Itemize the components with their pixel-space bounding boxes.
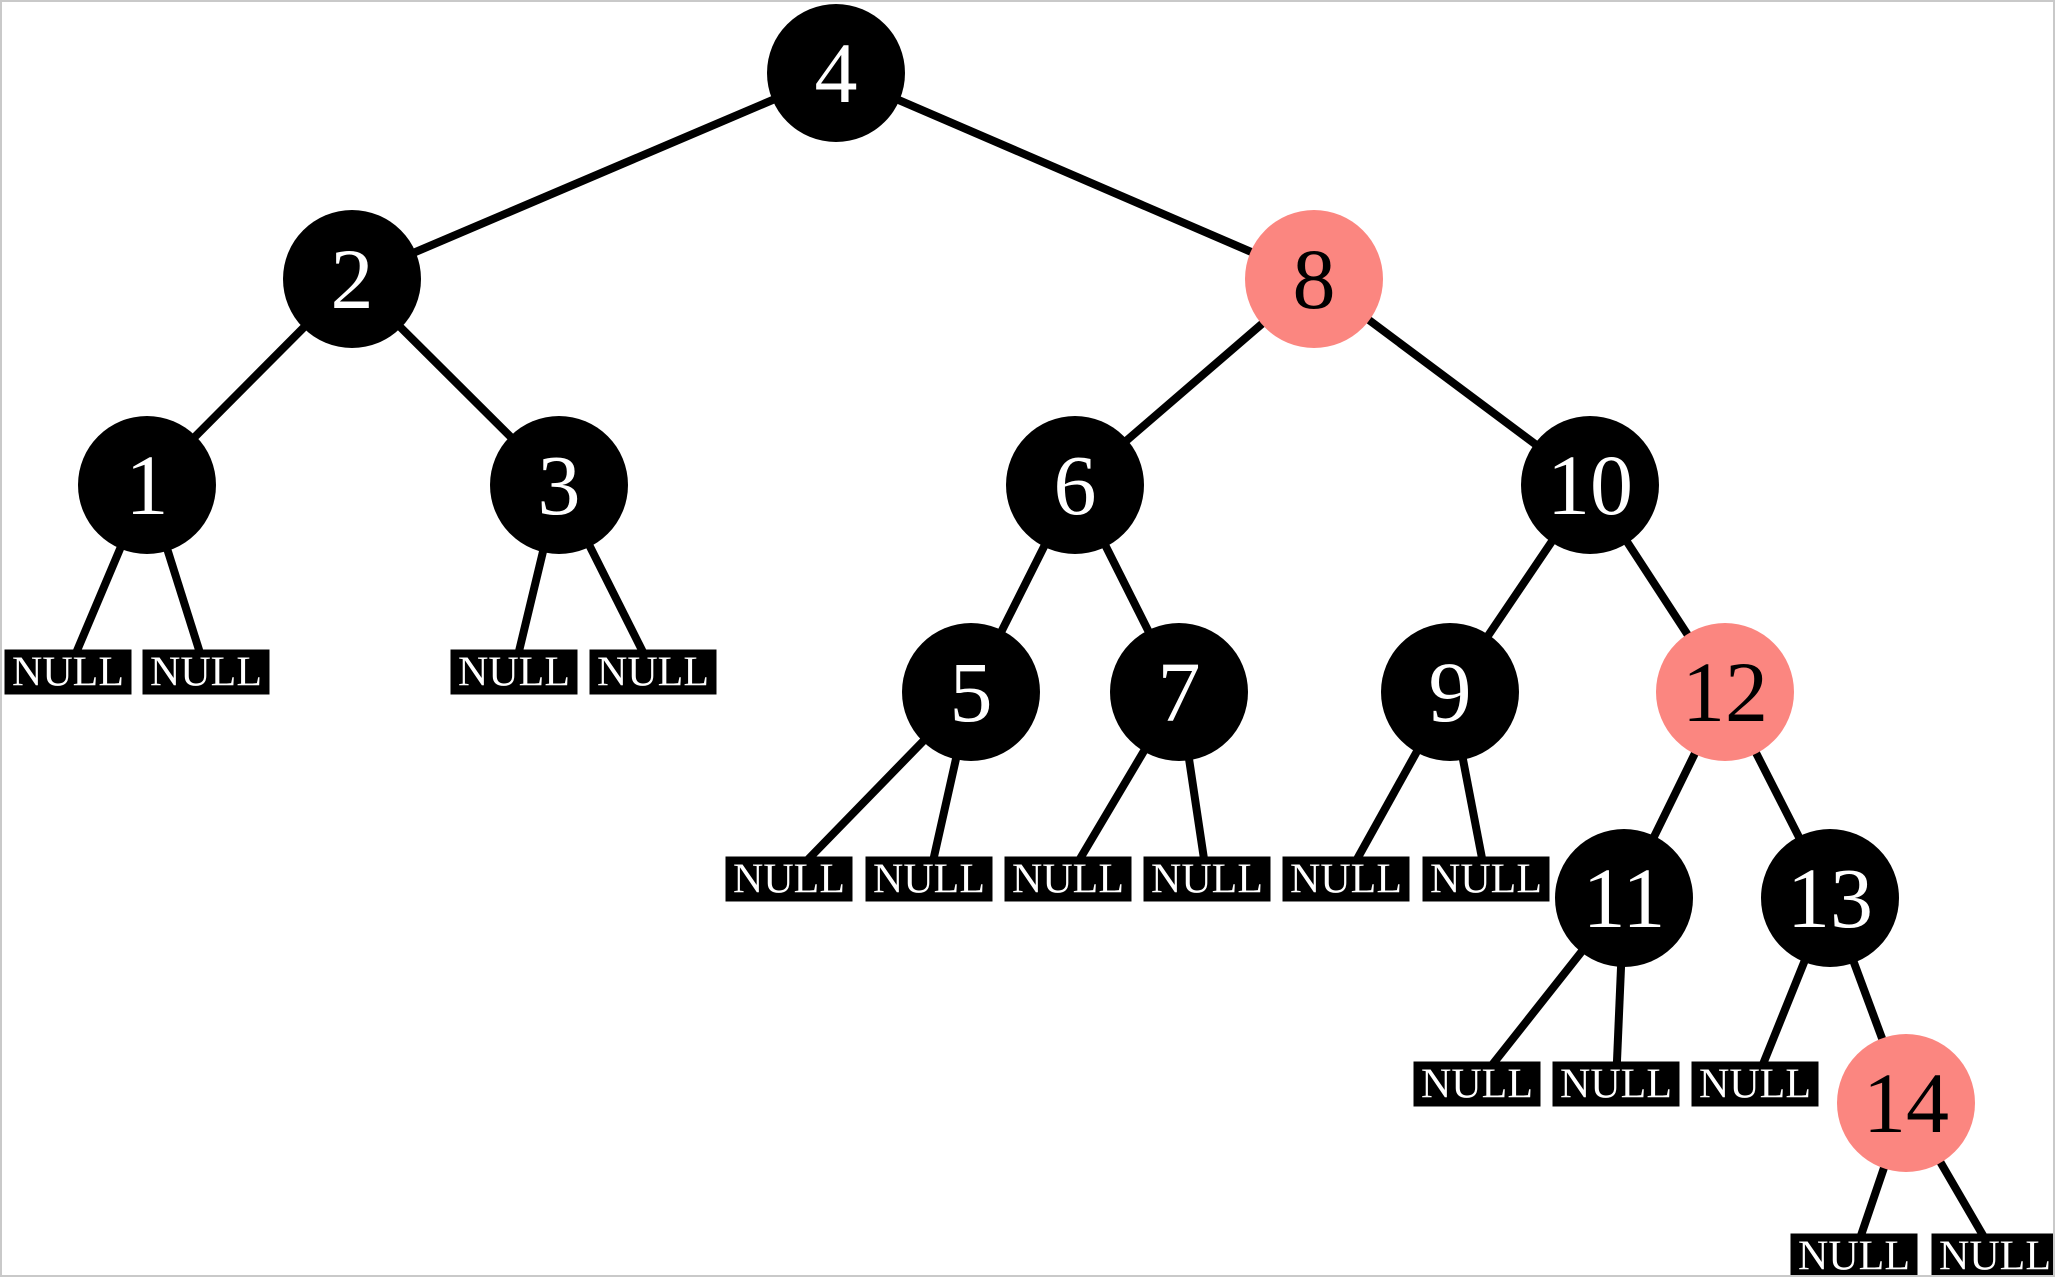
null-leaf-11R: NULL	[1552, 1061, 1680, 1107]
tree-node-14: 14	[1837, 1034, 1975, 1172]
tree-node-11: 11	[1555, 829, 1693, 967]
tree-node-12: 12	[1656, 623, 1794, 761]
null-leaf-13L: NULL	[1691, 1061, 1819, 1107]
tree-node-10: 10	[1521, 416, 1659, 554]
null-leaf-1L: NULL	[4, 649, 132, 695]
tree-node-6: 6	[1006, 416, 1144, 554]
null-leaf-14R: NULL	[1931, 1233, 2053, 1275]
null-leaf-9R: NULL	[1422, 856, 1550, 902]
null-leaf-3R: NULL	[589, 649, 717, 695]
tree-node-5: 5	[902, 623, 1040, 761]
tree-node-4: 4	[767, 4, 905, 142]
tree-node-9: 9	[1381, 623, 1519, 761]
null-leaf-9L: NULL	[1282, 856, 1410, 902]
null-leaf-14L: NULL	[1790, 1233, 1918, 1275]
tree-node-1: 1	[78, 416, 216, 554]
tree-node-7: 7	[1110, 623, 1248, 761]
null-leaf-7R: NULL	[1143, 856, 1271, 902]
tree-node-8: 8	[1245, 210, 1383, 348]
null-leaf-11L: NULL	[1413, 1061, 1541, 1107]
tree-edge-4-8	[834, 69, 1316, 283]
null-leaf-7L: NULL	[1004, 856, 1132, 902]
tree-node-2: 2	[283, 210, 421, 348]
null-leaf-5L: NULL	[725, 856, 853, 902]
null-leaf-5R: NULL	[865, 856, 993, 902]
tree-node-3: 3	[490, 416, 628, 554]
null-leaf-1R: NULL	[142, 649, 270, 695]
tree-node-13: 13	[1761, 829, 1899, 967]
null-leaf-3L: NULL	[450, 649, 578, 695]
tree-edge-4-2	[350, 69, 838, 283]
